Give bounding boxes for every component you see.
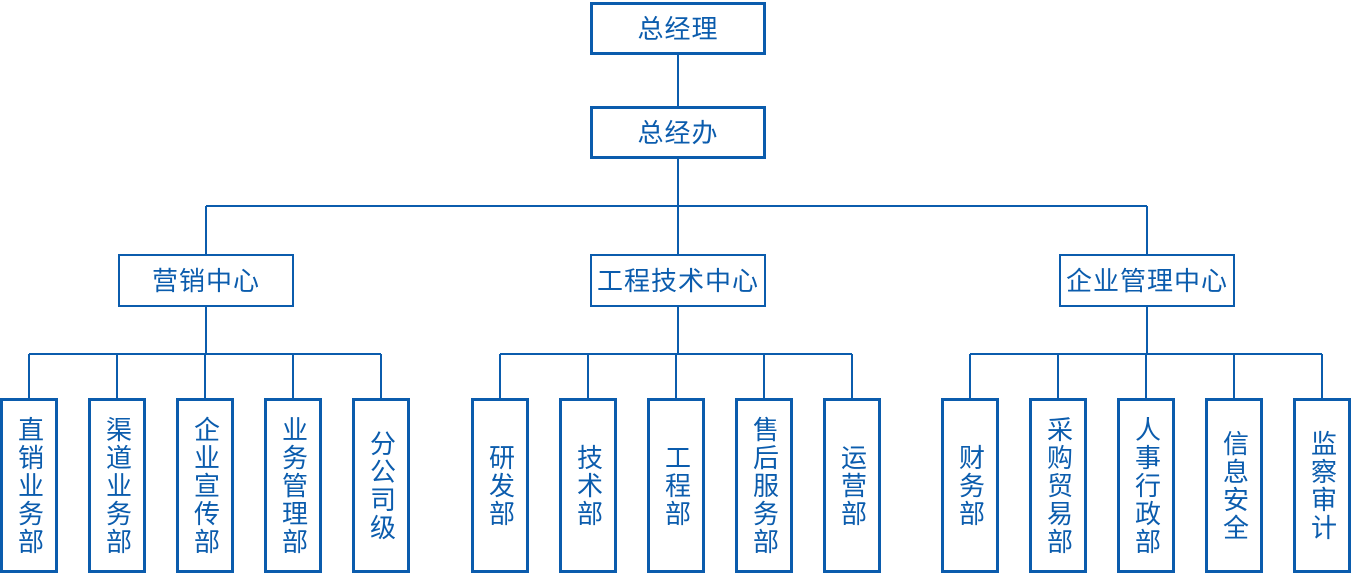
node-label: 人事行政部	[1131, 415, 1162, 556]
node-label: 企业管理中心	[1065, 265, 1228, 296]
node-label: 工程部	[661, 443, 692, 528]
node-label: 总经办	[637, 117, 719, 148]
node-label: 信息安全	[1219, 429, 1250, 542]
node-general-manager-office[interactable]: 总经办	[590, 106, 766, 159]
node-label: 研发部	[485, 443, 516, 528]
node-general-manager[interactable]: 总经理	[590, 2, 766, 55]
node-label: 总经理	[637, 13, 719, 44]
node-operations-dept[interactable]: 运营部	[823, 398, 881, 573]
node-label: 财务部	[955, 443, 986, 528]
node-label: 业务管理部	[278, 415, 309, 556]
node-channel-sales-dept[interactable]: 渠道业务部	[88, 398, 146, 573]
node-label: 营销中心	[151, 265, 260, 296]
node-label: 售后服务部	[749, 415, 780, 556]
node-procurement-trade-dept[interactable]: 采购贸易部	[1029, 398, 1087, 573]
node-label: 工程技术中心	[596, 265, 759, 296]
node-label: 监察审计	[1307, 429, 1338, 542]
node-hr-admin-dept[interactable]: 人事行政部	[1117, 398, 1175, 573]
node-engineering-tech-center[interactable]: 工程技术中心	[590, 254, 766, 307]
node-engineering-dept[interactable]: 工程部	[647, 398, 705, 573]
node-label: 直销业务部	[14, 415, 45, 556]
node-label: 企业宣传部	[190, 415, 221, 556]
node-supervision-audit[interactable]: 监察审计	[1293, 398, 1351, 573]
node-after-sales-dept[interactable]: 售后服务部	[735, 398, 793, 573]
node-finance-dept[interactable]: 财务部	[941, 398, 999, 573]
node-label: 技术部	[573, 443, 604, 528]
node-corporate-pr-dept[interactable]: 企业宣传部	[176, 398, 234, 573]
node-branch-company-level[interactable]: 分公司级	[352, 398, 410, 573]
node-label: 采购贸易部	[1043, 415, 1074, 556]
node-information-security[interactable]: 信息安全	[1205, 398, 1263, 573]
node-direct-sales-dept[interactable]: 直销业务部	[0, 398, 58, 573]
node-rnd-dept[interactable]: 研发部	[471, 398, 529, 573]
node-technology-dept[interactable]: 技术部	[559, 398, 617, 573]
node-marketing-center[interactable]: 营销中心	[118, 254, 294, 307]
node-label: 渠道业务部	[102, 415, 133, 556]
node-business-mgmt-dept[interactable]: 业务管理部	[264, 398, 322, 573]
node-label: 分公司级	[366, 429, 397, 542]
node-enterprise-mgmt-center[interactable]: 企业管理中心	[1059, 254, 1235, 307]
node-label: 运营部	[837, 443, 868, 528]
